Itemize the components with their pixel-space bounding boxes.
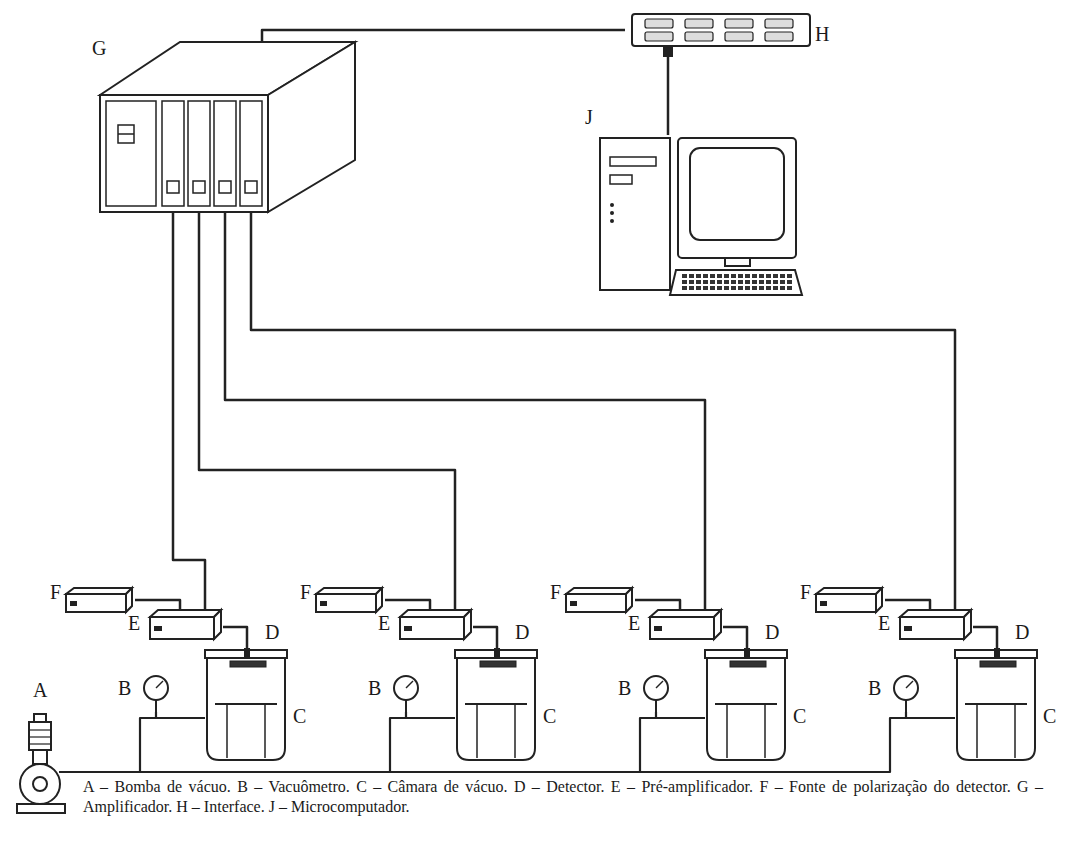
part-letter: F [800,582,811,602]
part-letter: B [868,678,881,698]
signal-cable [635,600,680,610]
part-letter: H [815,24,829,44]
preamplifier: E [128,605,223,647]
vacuum-chamber-drawing [955,640,1055,765]
part-letter: E [628,613,640,633]
vacuum-gauge: B [368,672,423,712]
signal-cable [262,30,625,42]
part-letter: B [618,678,631,698]
part-letter: D [765,622,779,642]
figure-caption: A – Bomba de vácuo. B – Vacuômetro. C – … [83,777,1043,816]
part-letter: E [878,613,890,633]
part-letter: E [128,613,140,633]
amplifier-box: G [90,35,365,215]
part-letter: F [50,582,61,602]
vacuum-chamber: CD [205,640,305,765]
part-letter: B [368,678,381,698]
vacuum-chamber-drawing [455,640,555,765]
signal-cable [973,627,997,648]
bias-supply: F [50,582,135,617]
vacuum-chamber: CD [705,640,805,765]
preamplifier-drawing [378,605,473,647]
detector: D [475,648,525,672]
preamplifier: E [628,605,723,647]
preamplifier-drawing [878,605,973,647]
part-letter: F [300,582,311,602]
part-letter: C [793,706,806,726]
signal-cable [223,627,247,648]
vacuum-gauge: B [618,672,673,712]
detector-drawing [475,648,525,672]
bias-supply: F [550,582,635,617]
detector: D [725,648,775,672]
part-letter: B [118,678,131,698]
signal-cable [199,212,455,610]
preamplifier: E [878,605,973,647]
bias-supply-drawing [50,582,135,617]
signal-cable [885,600,930,610]
part-letter: E [378,613,390,633]
part-letter: G [92,38,106,58]
signal-cable [385,600,430,610]
preamplifier: E [378,605,473,647]
part-letter: C [543,706,556,726]
vacuum-pump: A [15,680,75,815]
bias-supply-drawing [550,582,635,617]
bias-supply: F [800,582,885,617]
microcomputer-drawing [590,135,805,300]
signal-cable [667,57,670,135]
detector: D [225,648,275,672]
part-letter: D [265,622,279,642]
part-letter: D [1015,622,1029,642]
part-letter: A [33,680,47,700]
signal-cable [135,600,180,610]
signal-cable [473,627,497,648]
signal-cable [723,627,747,648]
detector-drawing [225,648,275,672]
part-letter: C [293,706,306,726]
detector-drawing [725,648,775,672]
vacuum-pump-drawing [15,680,75,815]
microcomputer: J [590,135,805,300]
vacuum-pipe [75,718,705,772]
vacuum-gauge: B [868,672,923,712]
vacuum-chamber-drawing [205,640,305,765]
bias-supply-drawing [800,582,885,617]
bias-supply-drawing [300,582,385,617]
detector-drawing [975,648,1025,672]
bias-supply: F [300,582,385,617]
vacuum-chamber: CD [955,640,1055,765]
amplifier-box-drawing [90,35,365,215]
vacuum-chamber: CD [455,640,555,765]
interface-card-drawing [625,12,830,57]
vacuum-pipe [75,718,205,772]
part-letter: F [550,582,561,602]
interface-card: H [625,12,830,57]
preamplifier-drawing [628,605,723,647]
part-letter: C [1043,706,1056,726]
vacuum-gauge: B [118,672,173,712]
part-letter: D [515,622,529,642]
vacuum-chamber-drawing [705,640,805,765]
part-letter: J [585,107,593,127]
detector: D [975,648,1025,672]
preamplifier-drawing [128,605,223,647]
